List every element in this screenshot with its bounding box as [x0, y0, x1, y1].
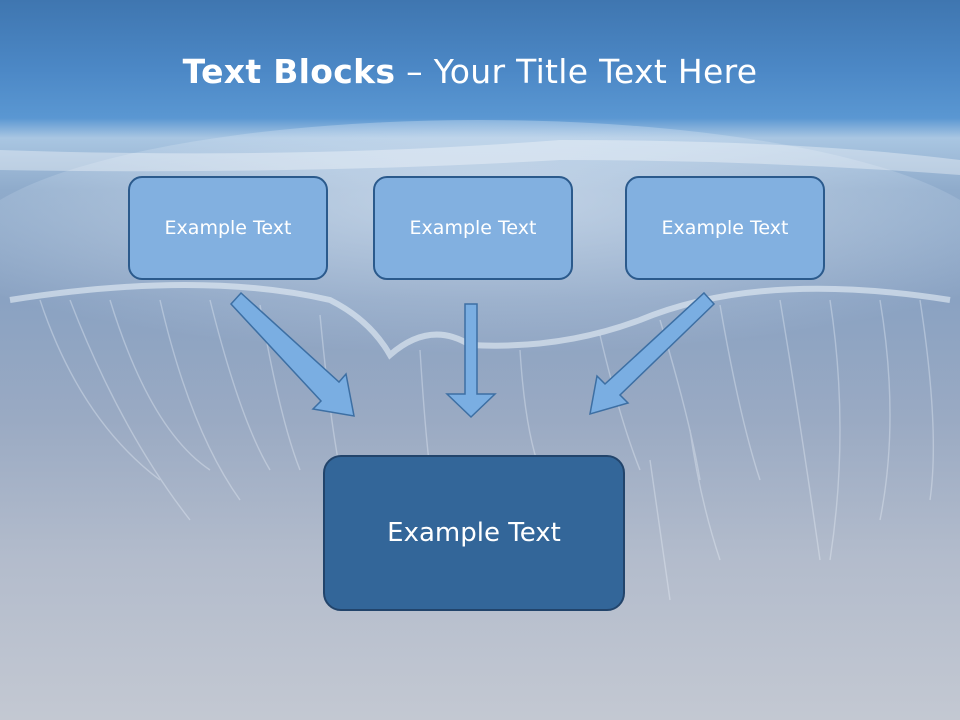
arrow-right-to-bottom: [589, 291, 716, 416]
text-block-center[interactable]: Example Text: [373, 176, 573, 280]
text-block-left[interactable]: Example Text: [128, 176, 328, 280]
text-block-right-label: Example Text: [661, 217, 789, 239]
text-block-bottom[interactable]: Example Text: [323, 455, 625, 611]
text-block-center-label: Example Text: [409, 217, 537, 239]
text-block-right[interactable]: Example Text: [625, 176, 825, 280]
title-bold-part: Text Blocks: [182, 52, 396, 91]
title-dash: –: [406, 52, 423, 91]
text-block-bottom-label: Example Text: [387, 518, 561, 548]
text-block-left-label: Example Text: [164, 217, 292, 239]
slide-title: Text Blocks – Your Title Text Here: [0, 52, 940, 91]
arrow-center-to-bottom: [445, 303, 497, 419]
arrow-left-to-bottom: [229, 291, 355, 417]
title-rest: Your Title Text Here: [433, 52, 758, 91]
